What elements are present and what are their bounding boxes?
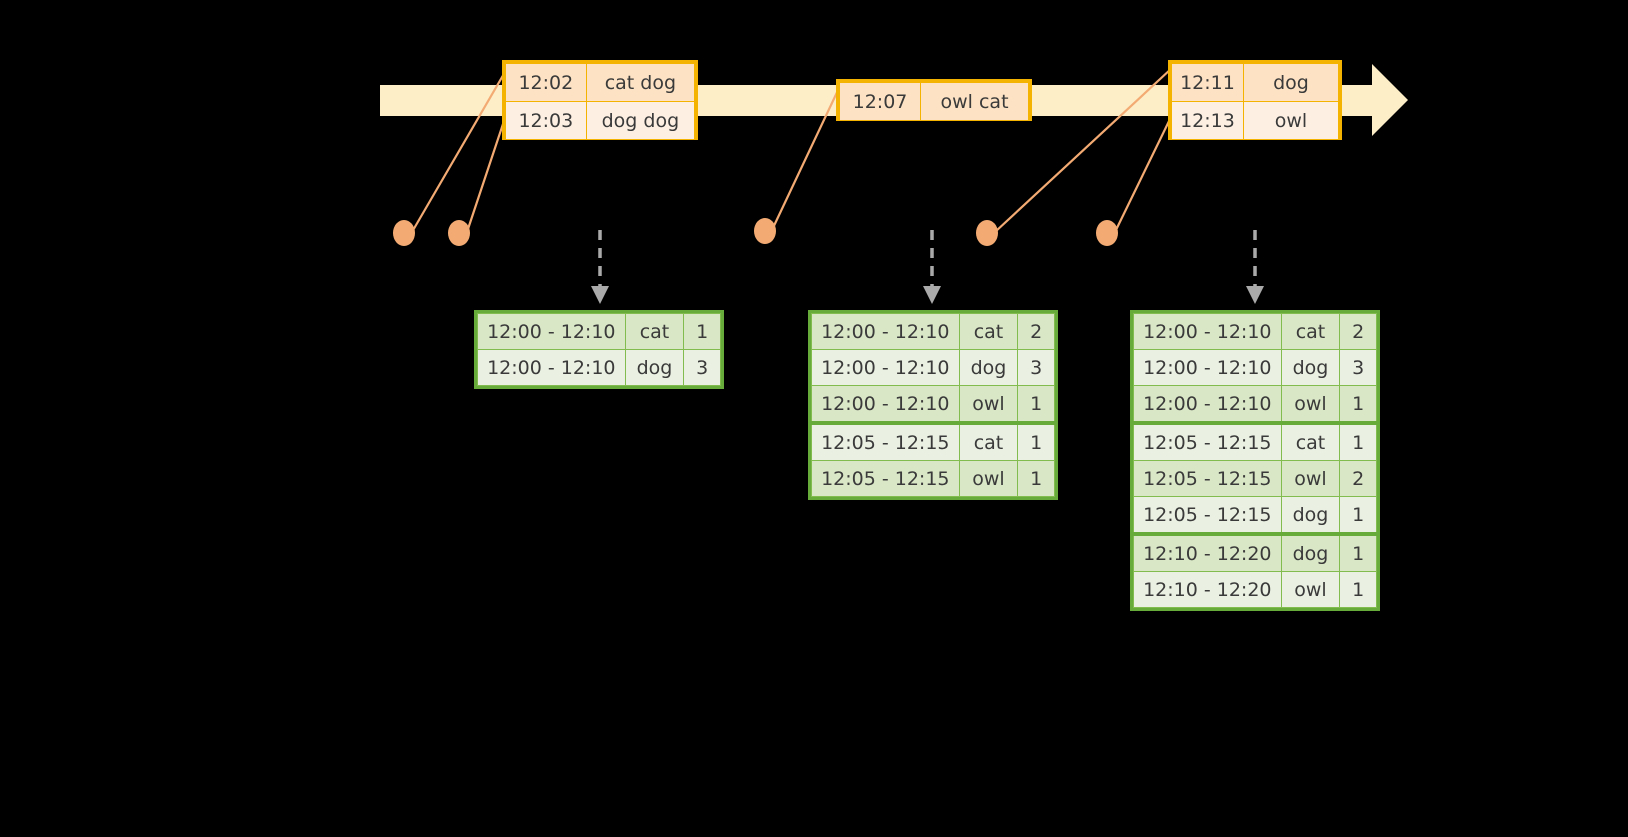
connector-dot-2 bbox=[448, 220, 470, 246]
event-row: 12:13 owl bbox=[1171, 101, 1340, 140]
result-key: owl bbox=[1280, 385, 1341, 424]
event-words: cat dog bbox=[585, 63, 696, 102]
result-window: 12:00 - 12:10 bbox=[1133, 313, 1282, 350]
result-count: 1 bbox=[1339, 421, 1377, 461]
result-key: cat bbox=[958, 421, 1019, 461]
event-words: dog bbox=[1242, 63, 1340, 102]
event-words: owl bbox=[1242, 101, 1340, 140]
result-key: dog bbox=[1280, 532, 1341, 572]
connector-dot-4 bbox=[976, 220, 998, 246]
result-key: owl bbox=[1280, 571, 1341, 608]
connector-dot-3 bbox=[754, 218, 776, 244]
result-window: 12:10 - 12:20 bbox=[1133, 532, 1282, 572]
dashed-arrow-2 bbox=[923, 230, 941, 304]
result-count: 3 bbox=[1339, 349, 1377, 386]
result-window: 12:00 - 12:10 bbox=[477, 313, 626, 350]
result-window: 12:00 - 12:10 bbox=[811, 313, 960, 350]
result-window: 12:00 - 12:10 bbox=[811, 385, 960, 424]
result-count: 3 bbox=[683, 349, 721, 386]
timeline-arrow-head bbox=[1372, 64, 1408, 136]
result-count: 1 bbox=[1017, 421, 1055, 461]
event-time: 12:03 bbox=[505, 101, 587, 140]
result-window: 12:05 - 12:15 bbox=[811, 421, 960, 461]
result-count: 3 bbox=[1017, 349, 1055, 386]
result-key: owl bbox=[958, 460, 1019, 497]
result-count: 1 bbox=[1339, 385, 1377, 424]
result-count: 1 bbox=[1339, 496, 1377, 535]
result-window: 12:05 - 12:15 bbox=[1133, 460, 1282, 497]
result-count: 1 bbox=[1017, 460, 1055, 497]
result-count: 2 bbox=[1339, 313, 1377, 350]
result-key: dog bbox=[624, 349, 685, 386]
event-time: 12:07 bbox=[838, 82, 922, 121]
result-key: owl bbox=[1280, 460, 1341, 497]
result-window: 12:00 - 12:10 bbox=[477, 349, 626, 386]
event-time: 12:13 bbox=[1171, 101, 1244, 140]
dashed-arrow-1 bbox=[591, 230, 609, 304]
result-count: 1 bbox=[1339, 532, 1377, 572]
connector-dot-5 bbox=[1096, 220, 1118, 246]
result-key: owl bbox=[958, 385, 1019, 424]
event-table-3: 12:11 dog 12:13 owl bbox=[1168, 60, 1342, 140]
result-key: dog bbox=[1280, 496, 1341, 535]
result-count: 1 bbox=[1339, 571, 1377, 608]
event-row: 12:02 cat dog bbox=[505, 63, 696, 102]
result-key: dog bbox=[958, 349, 1019, 386]
result-count: 2 bbox=[1339, 460, 1377, 497]
connector-dot-1 bbox=[393, 220, 415, 246]
result-key: cat bbox=[1280, 313, 1341, 350]
result-count: 1 bbox=[683, 313, 721, 350]
result-count: 2 bbox=[1017, 313, 1055, 350]
result-key: cat bbox=[624, 313, 685, 350]
result-window: 12:00 - 12:10 bbox=[1133, 349, 1282, 386]
result-key: cat bbox=[958, 313, 1019, 350]
result-window: 12:00 - 12:10 bbox=[1133, 385, 1282, 424]
result-window: 12:05 - 12:15 bbox=[1133, 421, 1282, 461]
event-table-1: 12:02 cat dog 12:03 dog dog bbox=[502, 60, 698, 140]
result-window: 12:00 - 12:10 bbox=[811, 349, 960, 386]
event-time: 12:02 bbox=[505, 63, 587, 102]
event-row: 12:07 owl cat bbox=[838, 82, 1029, 121]
result-key: dog bbox=[1280, 349, 1341, 386]
event-words: dog dog bbox=[585, 101, 696, 140]
result-count: 1 bbox=[1017, 385, 1055, 424]
result-key: cat bbox=[1280, 421, 1341, 461]
event-time: 12:11 bbox=[1171, 63, 1244, 102]
result-window: 12:05 - 12:15 bbox=[1133, 496, 1282, 535]
dashed-arrow-3 bbox=[1246, 230, 1264, 304]
result-window: 12:05 - 12:15 bbox=[811, 460, 960, 497]
event-row: 12:03 dog dog bbox=[505, 101, 696, 140]
event-words: owl cat bbox=[920, 82, 1029, 121]
result-window: 12:10 - 12:20 bbox=[1133, 571, 1282, 608]
event-row: 12:11 dog bbox=[1171, 63, 1340, 102]
event-table-2: 12:07 owl cat bbox=[836, 79, 1032, 121]
